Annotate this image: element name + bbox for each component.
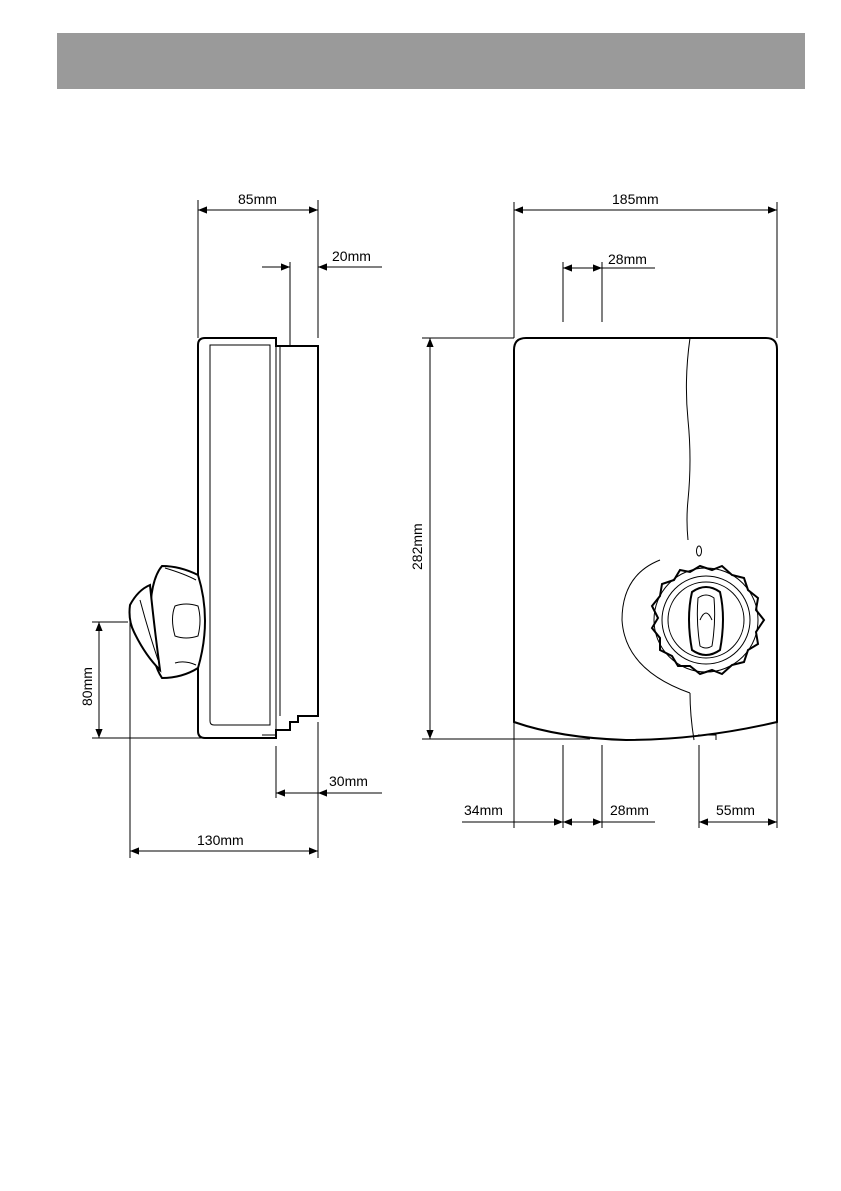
dim-28mm-top: 28mm (608, 251, 647, 267)
dim-28mm-bottom: 28mm (610, 802, 649, 818)
dim-20mm: 20mm (332, 248, 371, 264)
dim-85mm: 85mm (238, 191, 277, 207)
dim-185mm: 185mm (612, 191, 659, 207)
dim-282mm: 282mm (409, 523, 425, 570)
dim-130mm: 130mm (197, 832, 244, 848)
knob-side-icon (130, 566, 206, 678)
dim-80mm: 80mm (79, 667, 95, 706)
dim-55mm: 55mm (716, 802, 755, 818)
dim-34mm: 34mm (464, 802, 503, 818)
dim-30mm: 30mm (329, 773, 368, 789)
side-view: 85mm 20mm 80mm 30mm 130mm (79, 191, 382, 858)
side-body (198, 338, 318, 738)
front-view: 185mm 28mm 282mm 34mm 28mm 55mm (409, 191, 777, 828)
front-body (514, 338, 777, 740)
